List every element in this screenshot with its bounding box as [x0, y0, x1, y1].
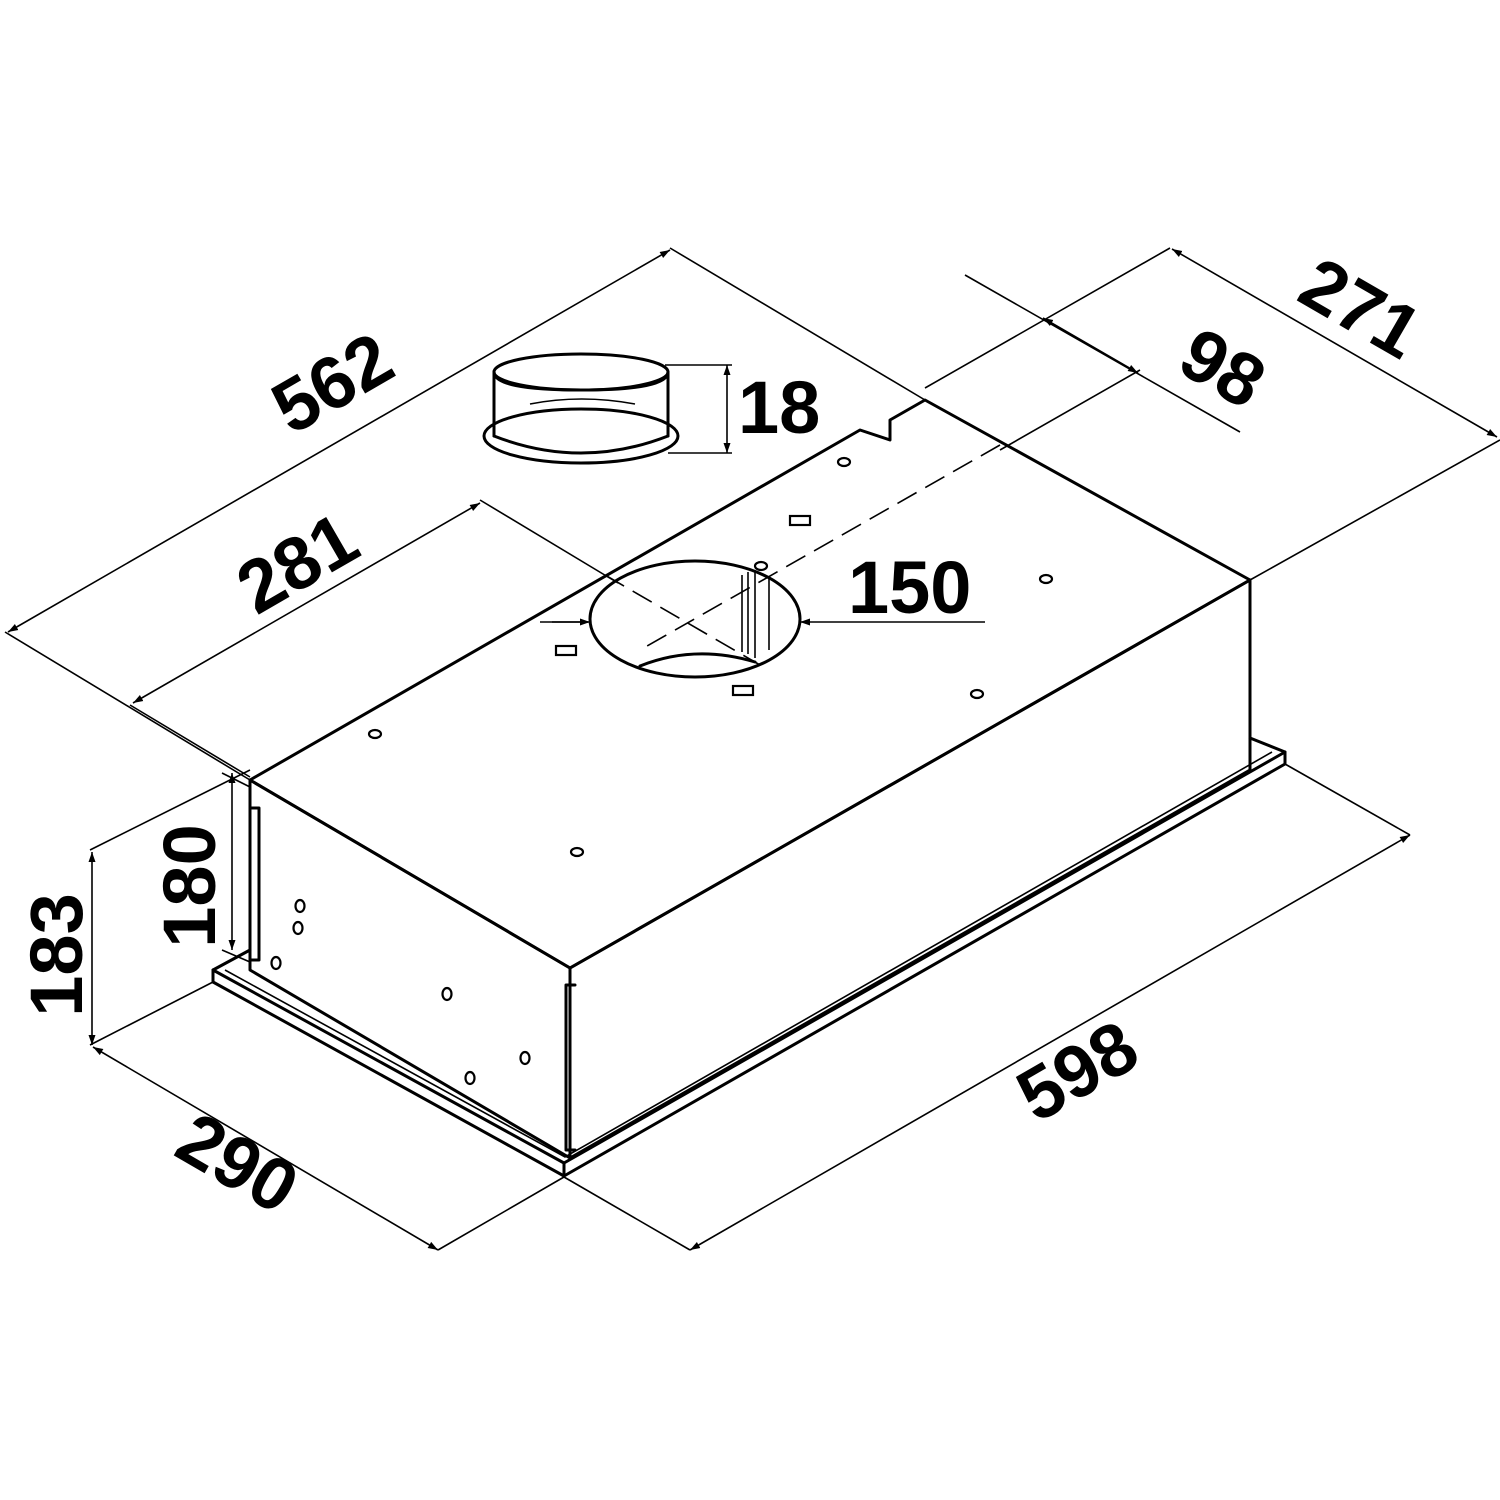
front-slot-left: [248, 806, 261, 962]
screw-hole: [753, 560, 769, 572]
dimension-lines: [7, 248, 1498, 1251]
dim-label-281: 281: [223, 496, 371, 630]
bottom-flange-inner: [211, 750, 1287, 1178]
duct-collar: [482, 352, 680, 465]
top-slot: [554, 644, 578, 657]
dim-label-180: 180: [148, 824, 231, 947]
outlet-centerline-cross: [604, 574, 761, 666]
screw-hole: [367, 728, 383, 740]
dim-line-290: [92, 1046, 439, 1251]
top-face: [248, 398, 1252, 970]
dim-label-18: 18: [738, 366, 820, 449]
screw-hole: [969, 688, 985, 700]
dim-label-598: 598: [1003, 1004, 1151, 1138]
screw-hole: [1038, 573, 1054, 585]
top-slot: [788, 514, 812, 527]
front-face: [248, 778, 572, 1160]
bottom-flange-left-end: [211, 948, 566, 1178]
outlet-centerline: [639, 444, 1001, 651]
dim-label-562: 562: [258, 316, 406, 450]
screw-hole: [519, 1050, 531, 1066]
dim-line-598: [689, 834, 1411, 1251]
dim-line-98: [1042, 317, 1139, 374]
dim-label-150: 150: [848, 546, 971, 629]
dim-label-290: 290: [164, 1096, 312, 1230]
top-slot: [731, 684, 755, 697]
front-slot-right: [564, 983, 577, 1152]
dim-label-183: 183: [15, 893, 98, 1016]
dim-label-98: 98: [1166, 311, 1279, 424]
dim-label-271: 271: [1287, 241, 1435, 375]
screw-hole: [292, 920, 304, 936]
screw-hole: [464, 1070, 476, 1086]
screw-hole: [836, 456, 852, 468]
dim-line-271: [1171, 248, 1498, 438]
bottom-flange: [211, 736, 1287, 1165]
dimension-labels: 562 281 271 98 18 150 180 183 290 598: [15, 241, 1435, 1230]
dim-line-281: [132, 502, 481, 704]
screw-hole: [294, 898, 306, 914]
dim-line-562: [7, 249, 671, 633]
outlet-opening: [588, 559, 802, 679]
screw-hole: [569, 846, 585, 858]
screw-hole: [441, 986, 453, 1002]
screw-hole: [270, 955, 282, 971]
